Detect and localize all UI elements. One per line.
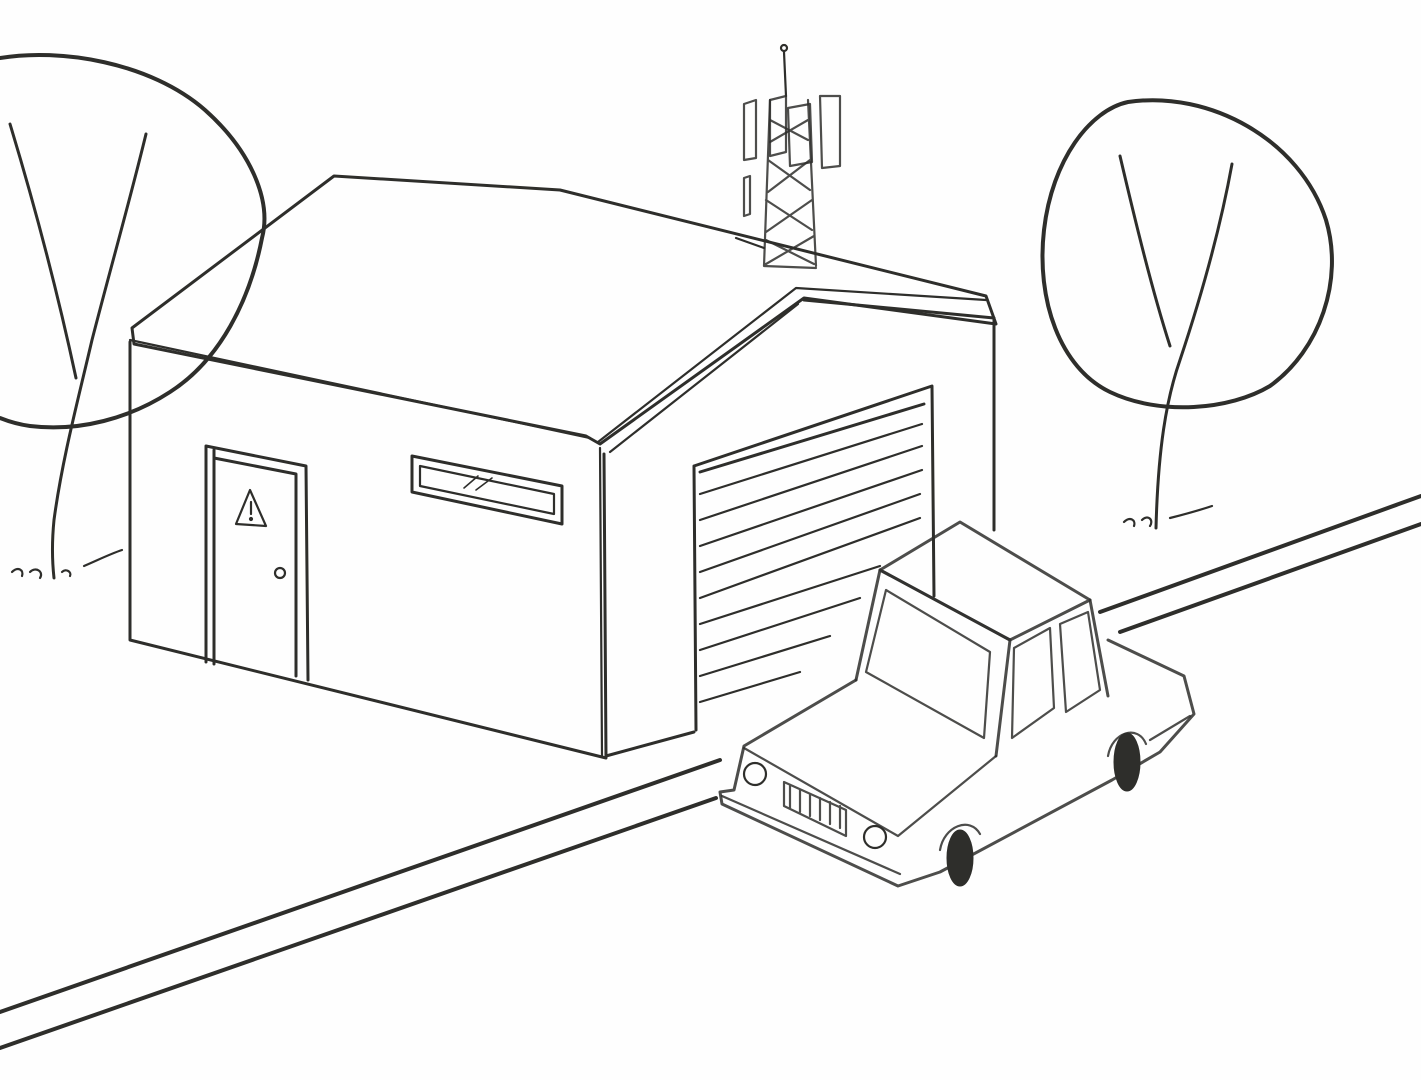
antenna-panel-low: [742, 174, 752, 218]
left-tree-trunk: [51, 132, 148, 580]
roof-ridge: [596, 286, 988, 444]
left-tree: [0, 52, 267, 580]
rollup-door: [692, 384, 936, 732]
car-side-window: [1010, 610, 1102, 740]
road-edge-near: [0, 494, 1421, 1014]
antenna-panel-right: [818, 94, 842, 170]
car-windshield: [864, 588, 992, 740]
car-grille: [782, 780, 848, 838]
side-wall: [604, 298, 996, 758]
antenna-cable: [734, 236, 766, 250]
roof-eave-front: [128, 338, 592, 440]
rollup-door-frame: [692, 384, 936, 732]
left-tree-crown: [0, 52, 267, 430]
road: [0, 494, 1421, 1050]
car-wheel-arches: [938, 731, 1148, 852]
right-tree-grass: [1122, 504, 1214, 528]
car-bumper: [720, 714, 1192, 876]
warning-triangle-icon: [234, 488, 268, 528]
car-roof: [878, 520, 1092, 642]
car-cabin: [854, 568, 1110, 758]
front-wall: [128, 340, 608, 760]
vent-glint: [463, 475, 493, 491]
antenna-tower: [734, 43, 842, 270]
left-tree-grass: [10, 548, 124, 580]
right-tree-crown: [1040, 98, 1334, 410]
door-knob: [273, 566, 287, 580]
car-wheel-rear: [1113, 732, 1141, 792]
side-wall-top: [608, 302, 800, 454]
right-tree-trunk: [1154, 162, 1234, 530]
antenna-panel-left: [742, 98, 758, 162]
vent-window: [410, 454, 564, 526]
car-wheel-front: [946, 829, 974, 887]
antenna-mast: [782, 50, 788, 98]
road-edge-far: [0, 522, 1421, 1050]
right-tree-branch: [1118, 154, 1172, 348]
antenna-panel-back: [768, 94, 788, 158]
vent-outline: [410, 454, 564, 526]
right-tree: [1040, 98, 1334, 530]
left-tree-branch: [8, 122, 78, 380]
roof-outline: [130, 174, 998, 446]
tower-lattice: [762, 98, 818, 270]
equipment-shelter: [128, 174, 998, 760]
vent-inner: [418, 464, 556, 516]
car-headlight-left: [742, 761, 768, 787]
front-wall-corner: [598, 446, 604, 758]
car-hood-edge: [742, 746, 998, 838]
antenna-panel-center: [786, 102, 814, 168]
car-headlight-right: [862, 824, 888, 850]
parked-car: [718, 520, 1196, 888]
door-frame: [204, 444, 310, 682]
shelter-door: [204, 444, 310, 682]
rollup-door-slats: [698, 422, 924, 704]
antenna-beacon: [779, 43, 789, 53]
car-body: [718, 638, 1196, 888]
